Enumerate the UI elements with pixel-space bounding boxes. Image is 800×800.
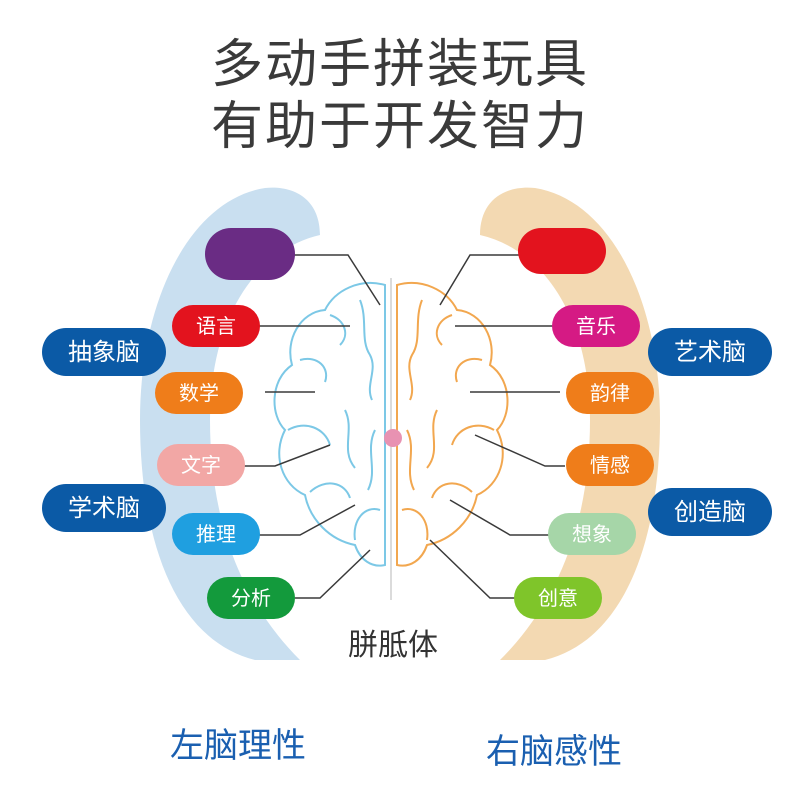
pill-right-5: 想象 <box>548 513 636 555</box>
title-line-2: 有助于开发智力 <box>210 97 589 157</box>
pill-left-2: 语言 <box>172 305 260 347</box>
left-brain-drawing <box>273 282 386 567</box>
bottom-left-caption: 左脑理性 <box>170 726 306 766</box>
side-label-abstract-brain: 抽象脑 <box>42 328 166 376</box>
pill-left-3: 数学 <box>155 372 243 414</box>
pill-right-1 <box>518 228 606 274</box>
pill-right-3: 韵律 <box>566 372 654 414</box>
pill-left-1 <box>205 228 295 280</box>
title-line-1: 多动手拼装玩具 <box>210 35 589 95</box>
corpus-callosum-label: 胼胝体 <box>348 628 438 663</box>
side-label-art-brain: 艺术脑 <box>648 328 772 376</box>
pill-right-2: 音乐 <box>552 305 640 347</box>
pill-right-4: 情感 <box>566 444 654 486</box>
pill-left-5: 推理 <box>172 513 260 555</box>
side-label-creative-brain: 创造脑 <box>648 488 772 536</box>
pill-right-6: 创意 <box>514 577 602 619</box>
bottom-right-caption: 右脑感性 <box>486 732 622 772</box>
pill-left-4: 文字 <box>157 444 245 486</box>
right-brain-drawing <box>396 282 509 567</box>
pill-left-6: 分析 <box>207 577 295 619</box>
side-label-academic-brain: 学术脑 <box>42 484 166 532</box>
left-connectors <box>240 254 381 599</box>
corpus-callosum-dot <box>384 429 402 447</box>
right-connectors <box>429 254 565 599</box>
